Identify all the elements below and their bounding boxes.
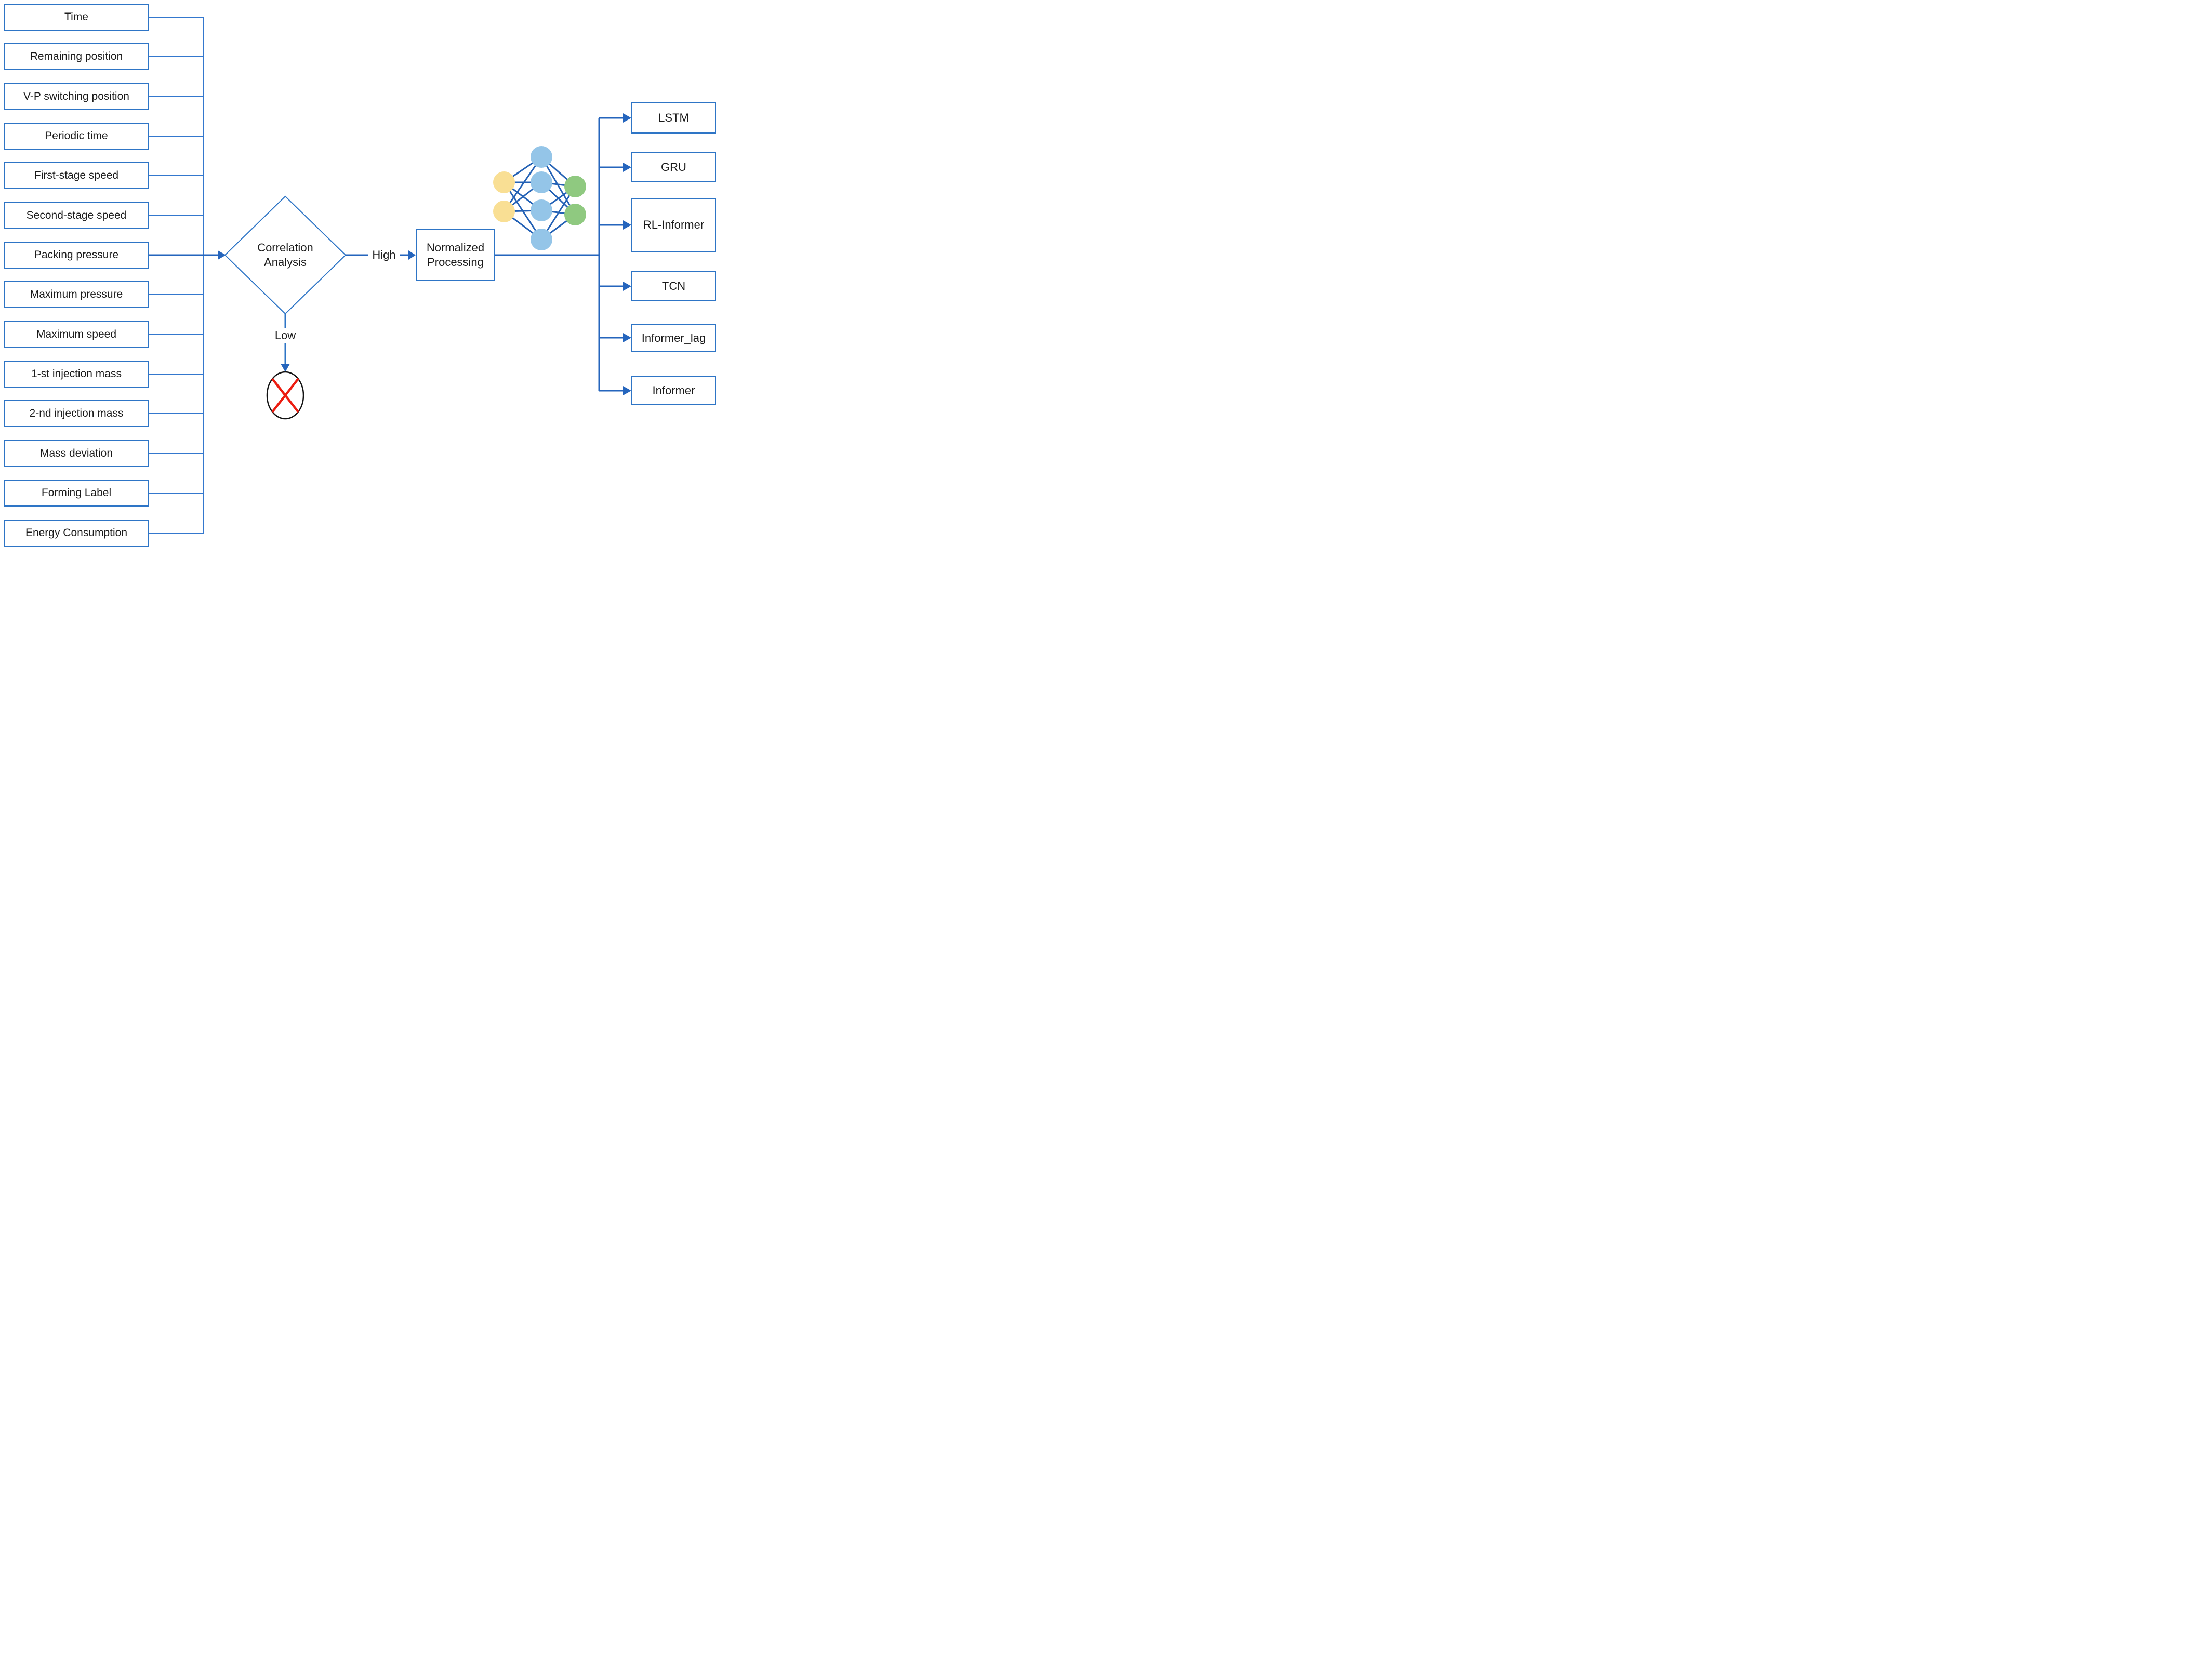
nn-output-node <box>564 176 586 197</box>
model-label: RL-Informer <box>643 218 705 231</box>
input-feature-box: Packing pressure <box>4 242 149 269</box>
input-feature-label: Energy Consumption <box>25 527 128 539</box>
input-feature-box: V-P switching position <box>4 83 149 110</box>
input-feature-box: First-stage speed <box>4 162 149 189</box>
input-feature-box: Time <box>4 4 149 31</box>
process-line2: Processing <box>427 256 484 269</box>
connector-layer <box>148 17 631 534</box>
input-feature-label: Forming Label <box>41 487 112 499</box>
input-feature-label: V-P switching position <box>23 90 129 102</box>
input-feature-label: Second-stage speed <box>26 209 127 221</box>
nn-hidden-node <box>531 229 552 250</box>
nn-input-node <box>493 201 515 222</box>
input-feature-box: 2-nd injection mass <box>4 400 149 427</box>
model-box-gru: GRU <box>631 152 716 182</box>
input-feature-box: Periodic time <box>4 123 149 150</box>
input-feature-label: Maximum pressure <box>30 288 123 300</box>
input-feature-label: 1-st injection mass <box>31 368 122 380</box>
input-feature-label: Periodic time <box>45 130 108 142</box>
input-feature-box: Maximum speed <box>4 321 149 348</box>
high-branch-label: High <box>368 247 400 263</box>
input-feature-label: Time <box>64 11 88 23</box>
low-branch-label: Low <box>274 328 297 343</box>
input-feature-label: Packing pressure <box>34 249 119 261</box>
input-feature-box: Maximum pressure <box>4 281 149 308</box>
decision-line2: Analysis <box>264 256 307 269</box>
model-label: LSTM <box>658 111 689 124</box>
normalized-processing-box: Normalized Processing <box>416 229 495 281</box>
model-label: TCN <box>661 280 686 292</box>
right-bus <box>495 113 631 395</box>
input-feature-box: 1-st injection mass <box>4 361 149 388</box>
input-feature-box: Mass deviation <box>4 440 149 467</box>
decision-line1: Correlation <box>257 241 313 254</box>
model-box-rl-informer: RL-Informer <box>631 198 716 252</box>
input-feature-box: Forming Label <box>4 480 149 507</box>
model-box-lstm: LSTM <box>631 102 716 134</box>
crossed-out-circle-icon <box>266 371 304 420</box>
nn-hidden-node <box>531 171 552 193</box>
model-box-informer-lag: Informer_lag <box>631 324 716 352</box>
model-box-tcn: TCN <box>631 271 716 301</box>
model-label: Informer_lag <box>641 331 706 344</box>
model-label: Informer <box>652 383 695 397</box>
input-feature-box: Energy Consumption <box>4 520 149 547</box>
input-feature-label: Mass deviation <box>39 447 113 459</box>
input-feature-label: First-stage speed <box>34 169 119 181</box>
arrow-into-decision <box>148 250 226 260</box>
decision-diamond-label: Correlation Analysis <box>233 223 337 287</box>
model-label: GRU <box>661 160 686 174</box>
flowchart-canvas: Time Remaining position V-P switching po… <box>0 0 737 554</box>
input-feature-box: Remaining position <box>4 43 149 70</box>
input-feature-box: Second-stage speed <box>4 202 149 229</box>
process-line1: Normalized <box>426 241 485 254</box>
neural-network-icon <box>493 146 586 250</box>
nn-hidden-node <box>531 146 552 168</box>
nn-hidden-node <box>531 199 552 221</box>
input-feature-label: Remaining position <box>30 50 123 62</box>
input-feature-label: 2-nd injection mass <box>29 407 124 419</box>
input-feature-label: Maximum speed <box>36 328 117 340</box>
nn-output-node <box>564 204 586 225</box>
nn-input-node <box>493 171 515 193</box>
model-box-informer: Informer <box>631 376 716 405</box>
left-bus <box>148 17 204 534</box>
